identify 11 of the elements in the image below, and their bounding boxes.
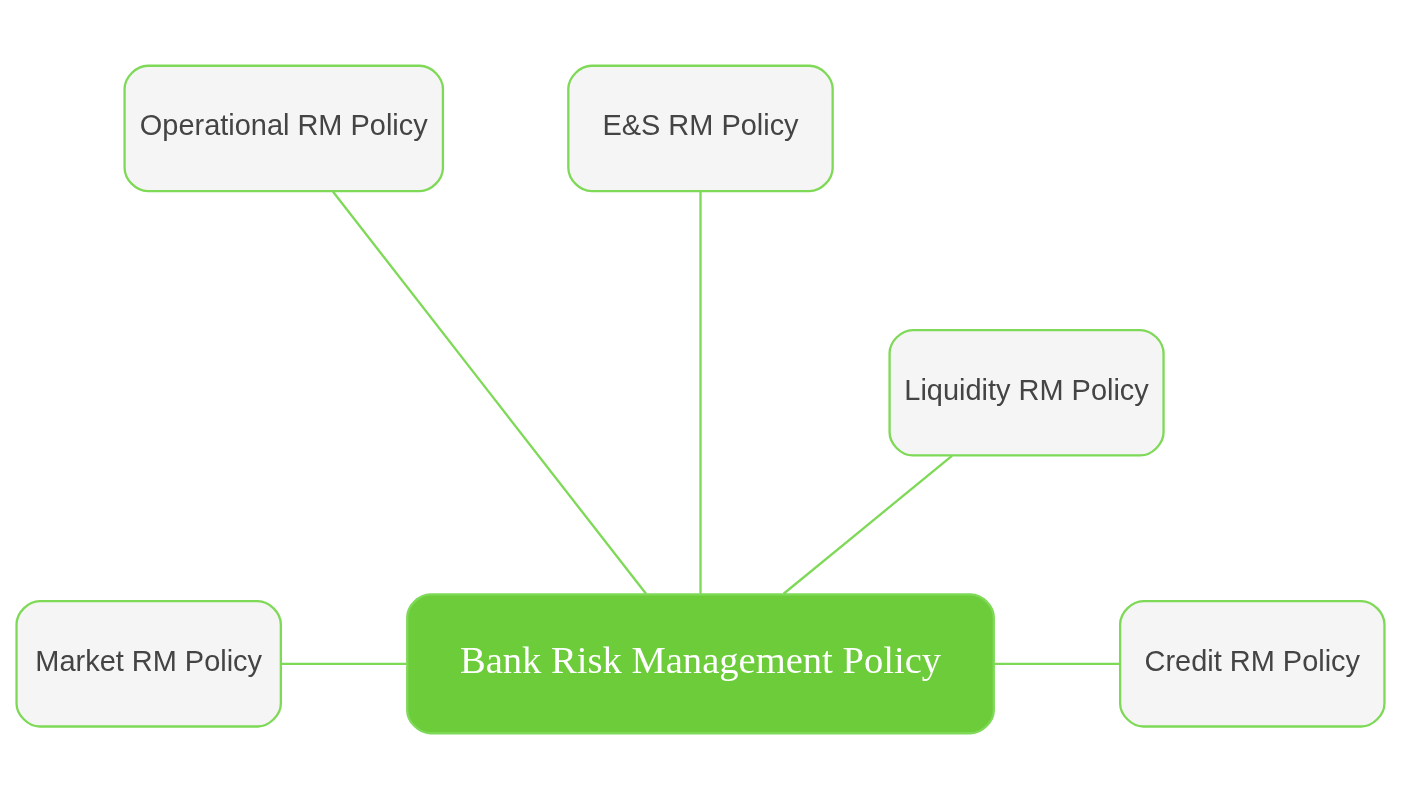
- node-box: Operational RM Policy: [123, 64, 445, 193]
- node-box: E&S RM Policy: [567, 64, 834, 193]
- connector: [281, 662, 407, 665]
- node-box: Liquidity RM Policy: [888, 328, 1165, 457]
- connector: [332, 191, 647, 595]
- node-box: Bank Risk Management Policy: [406, 593, 995, 735]
- connector: [699, 191, 702, 594]
- node-box: Credit RM Policy: [1119, 599, 1386, 728]
- connector: [782, 454, 953, 595]
- node-box: Market RM Policy: [15, 599, 283, 728]
- connector: [994, 662, 1120, 665]
